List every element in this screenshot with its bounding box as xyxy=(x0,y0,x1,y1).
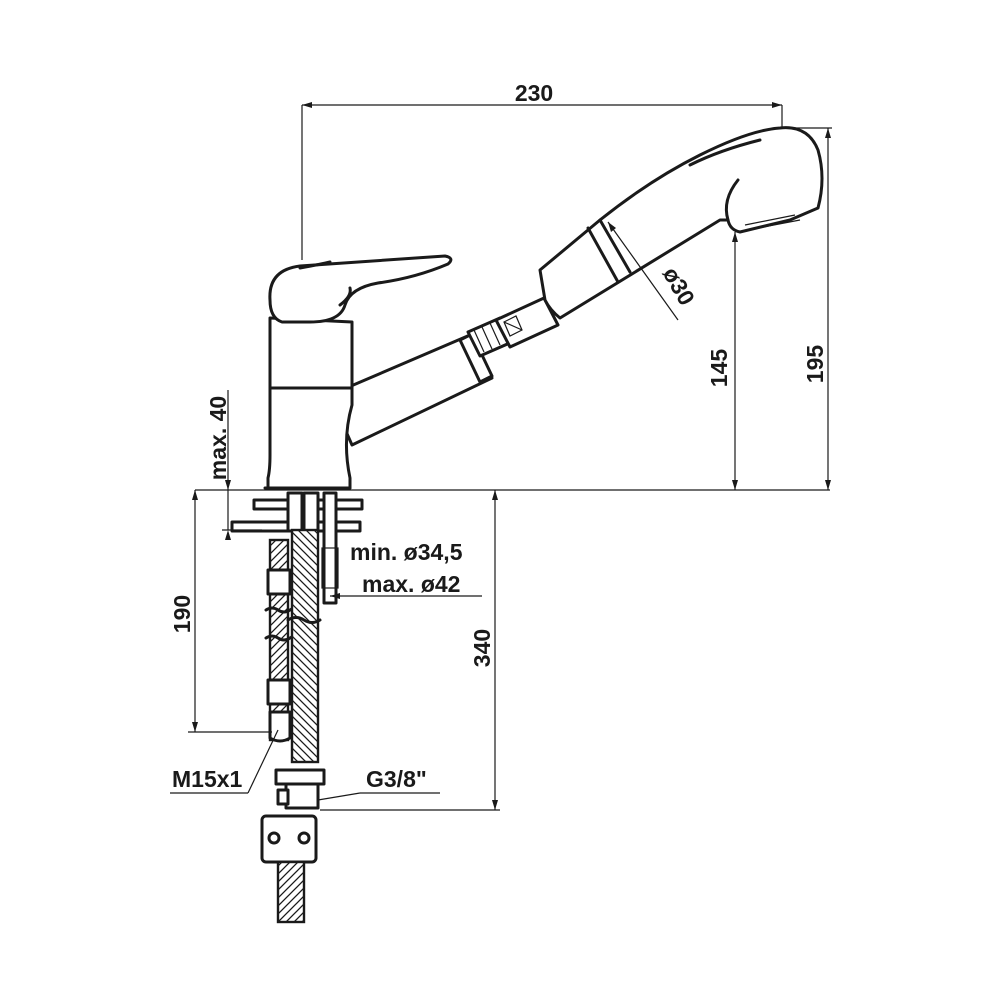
fixing-nut xyxy=(321,547,339,589)
stud-left xyxy=(286,491,304,533)
label-m15x1: M15x1 xyxy=(172,766,243,792)
hose-long xyxy=(290,528,320,764)
label-190: 190 xyxy=(169,595,195,633)
supply-hoses xyxy=(260,528,326,924)
hose-tail xyxy=(276,860,306,924)
g38-side-nut xyxy=(276,788,290,806)
dimension-labels: 230 ø30 145 195 max. 40 min. ø34,5 max. … xyxy=(169,80,828,792)
g38-fitting xyxy=(284,782,320,810)
g38-leader-1 xyxy=(317,792,361,801)
spray-head-highlight xyxy=(688,138,762,167)
spray-head-neck xyxy=(724,178,740,222)
label-340: 340 xyxy=(469,629,495,667)
thread-lines xyxy=(473,319,509,353)
break-mark-3 xyxy=(286,616,322,624)
spray-outlet-lines xyxy=(744,214,801,231)
m15-leader xyxy=(247,729,279,794)
mixer-body xyxy=(266,316,354,490)
connector-nut xyxy=(503,315,523,337)
hole-diameter-arrow xyxy=(330,593,340,599)
label-d30: ø30 xyxy=(658,262,700,309)
dim-d30-arrow xyxy=(608,222,616,232)
dim-d30-line xyxy=(607,221,679,321)
label-145: 145 xyxy=(706,349,732,388)
lever-handle xyxy=(268,254,453,324)
lever-edge xyxy=(298,260,332,270)
spout-end-cap xyxy=(458,332,494,384)
label-230: 230 xyxy=(515,80,553,106)
spray-assembly xyxy=(458,126,824,384)
label-g38: G3/8" xyxy=(366,766,427,792)
dimension-lines xyxy=(170,102,832,811)
spray-head-ring-2 xyxy=(586,226,620,284)
bracket-screw-right xyxy=(297,831,311,845)
lever-detail xyxy=(338,286,352,307)
label-min-hole: min. ø34,5 xyxy=(350,539,463,565)
label-195: 195 xyxy=(802,345,828,384)
hose-short-fitting-top xyxy=(266,568,292,596)
label-max40: max. 40 xyxy=(205,396,231,480)
label-max-hole: max. ø42 xyxy=(362,571,460,597)
spray-head-ring xyxy=(598,218,632,274)
hose-short-fitting-bottom xyxy=(266,678,292,706)
bracket-screw-left xyxy=(267,831,281,845)
faucet-body xyxy=(263,254,494,490)
m15-connector xyxy=(268,710,292,743)
stud-center xyxy=(302,491,320,533)
g38-nut-top xyxy=(274,768,326,786)
